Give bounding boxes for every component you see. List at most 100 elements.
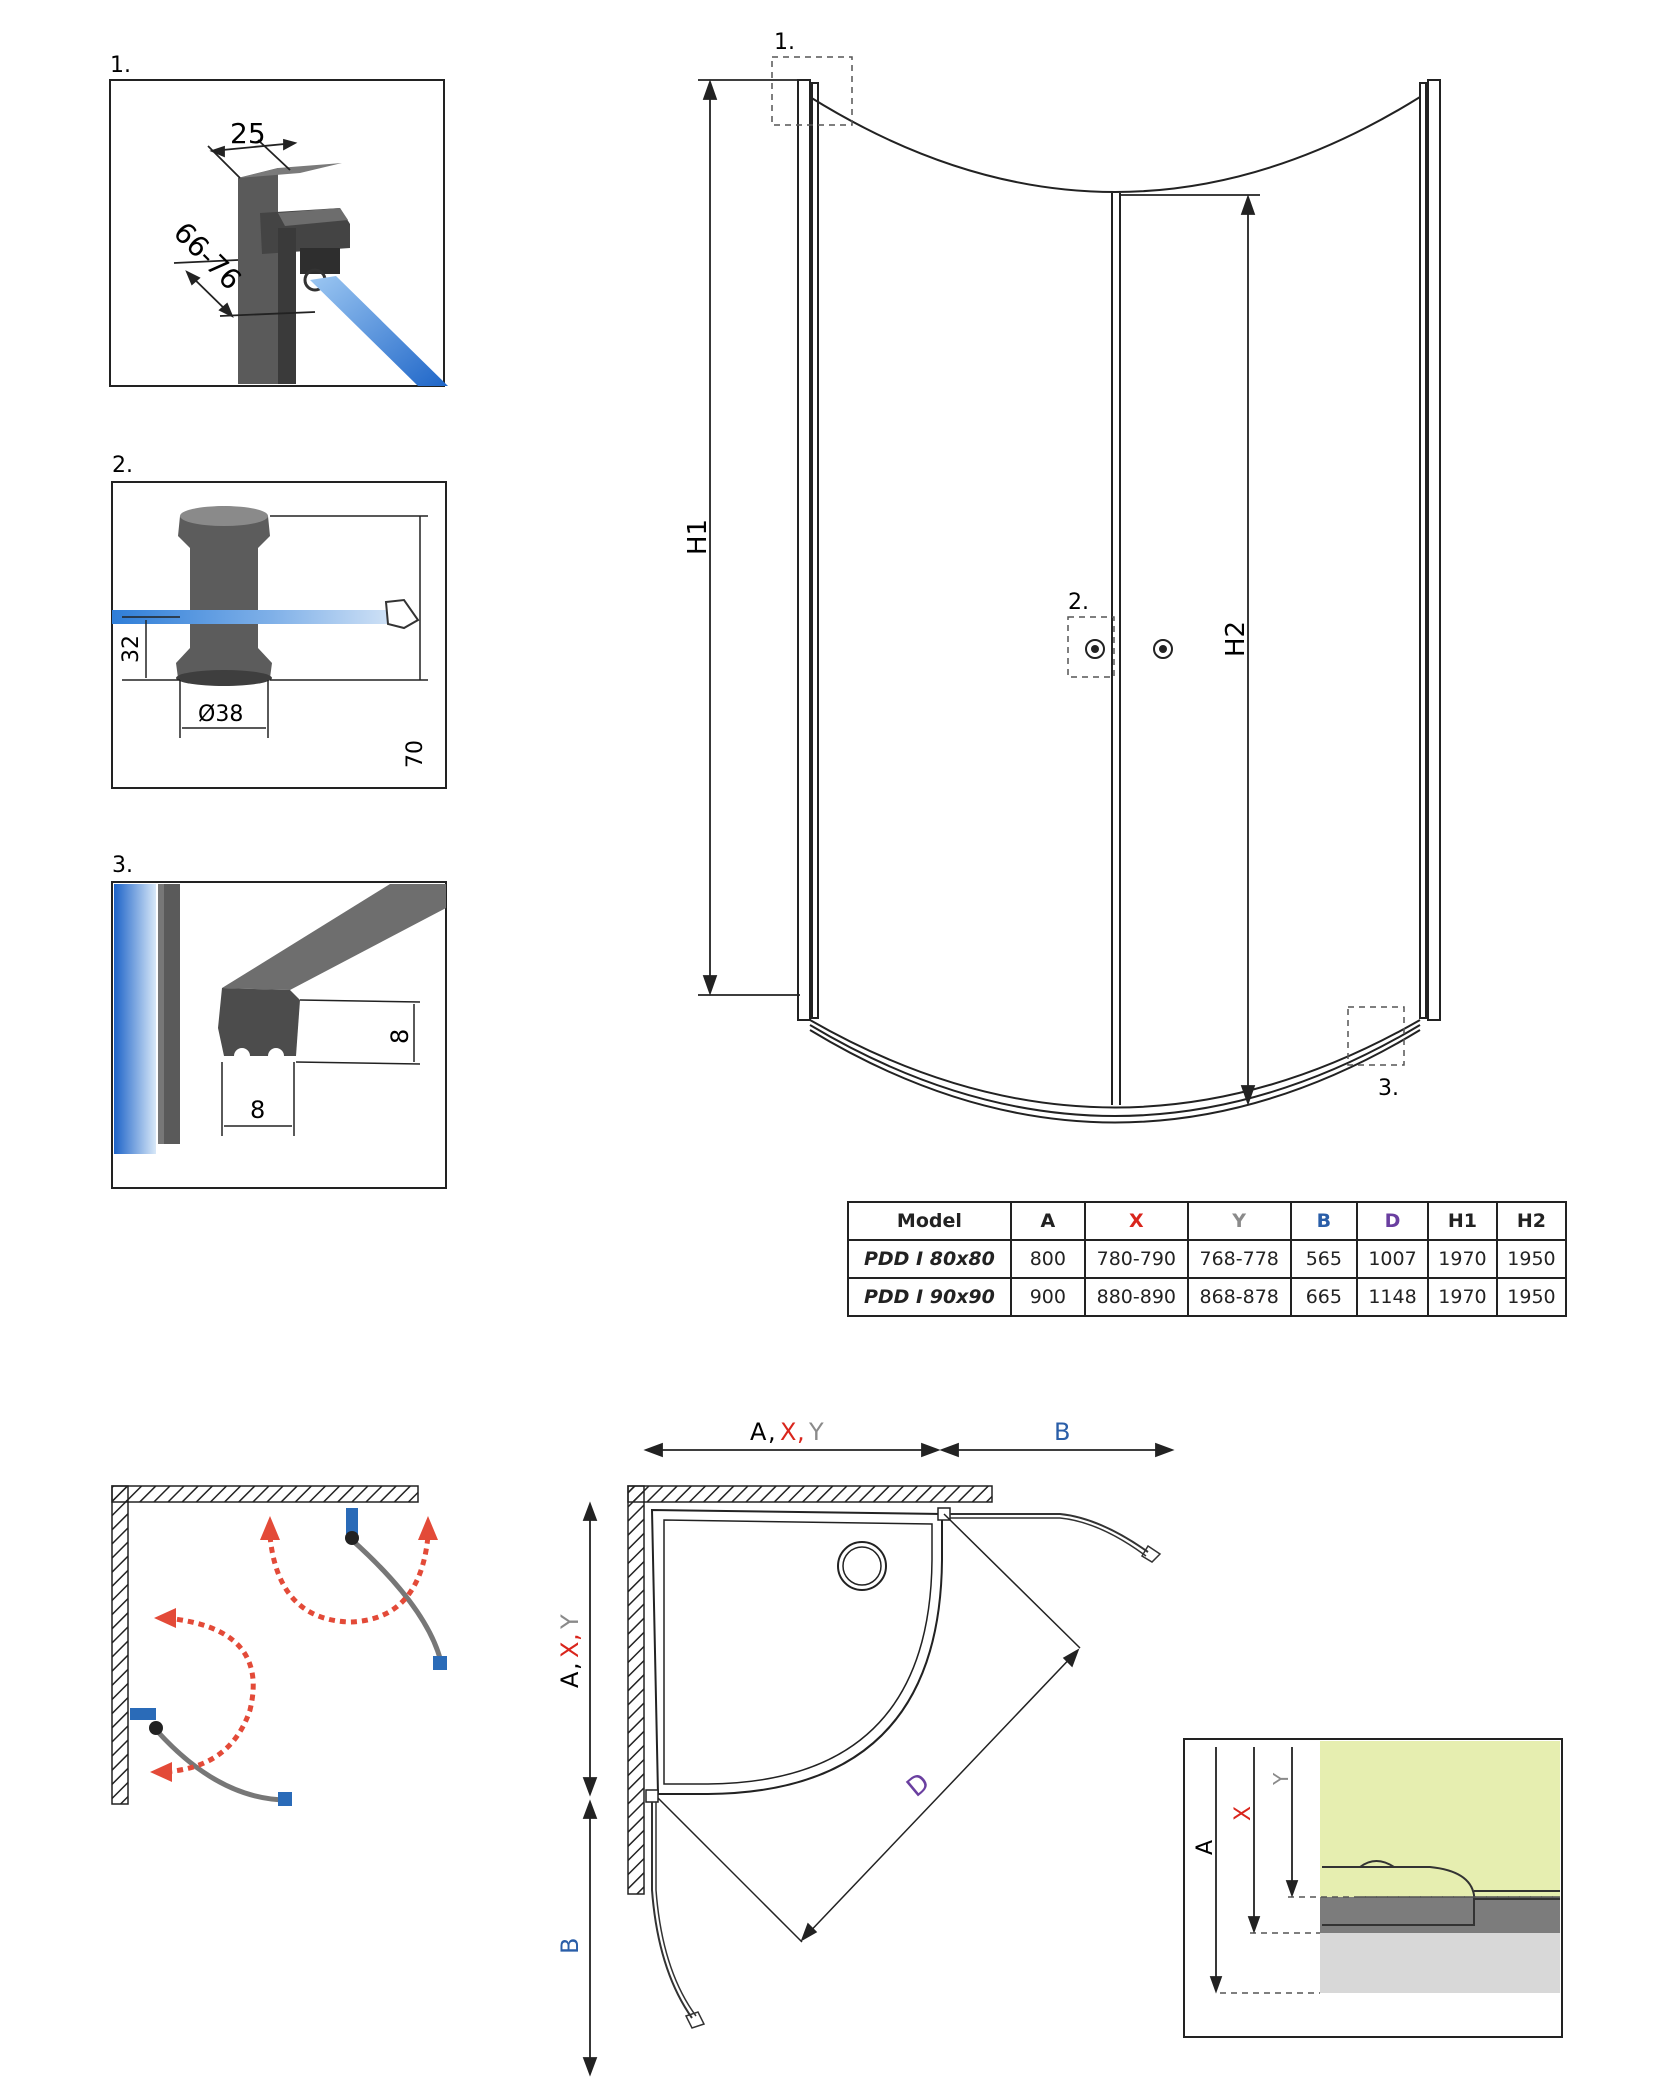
col-h2: H2 [1495, 1201, 1568, 1241]
swing-arrow-left [159, 1615, 256, 1775]
arrowhead [154, 1608, 176, 1628]
left-profile [797, 79, 811, 1021]
arrowhead [260, 1516, 280, 1540]
handle-right [433, 1656, 447, 1670]
cell-a: 900 [1009, 1277, 1086, 1317]
h1-label: H1 [683, 519, 713, 555]
knob [176, 506, 272, 686]
dim-25 [207, 138, 298, 179]
section-guides [1220, 1896, 1560, 1994]
door-handle-right [1140, 1544, 1162, 1563]
glass-pane [310, 276, 448, 386]
door-open-right-edge [950, 1517, 1147, 1557]
dim-8-height-label: 8 [386, 1029, 414, 1044]
left-a-label: A [556, 1671, 584, 1688]
detail-1: 1. 25 66-76 [109, 53, 448, 387]
door-left-swing [156, 1730, 289, 1803]
dim-38-label: Ø38 [198, 702, 243, 727]
bottom-arc-1 [809, 1019, 1421, 1109]
swing-arrow-right [267, 1535, 431, 1625]
detail-2-frame [111, 481, 447, 789]
dim-70-label: 70 [403, 740, 428, 768]
cell-x: 780-790 [1083, 1239, 1189, 1279]
cell-b: 565 [1289, 1239, 1359, 1279]
dim-lines-seal [221, 999, 421, 1136]
col-h1: H1 [1426, 1201, 1498, 1241]
right-profile [1427, 79, 1441, 1021]
cell-model: PDD I 90x90 [847, 1277, 1012, 1317]
top-comma-2: , [797, 1418, 805, 1446]
table-header-row: Model A X Y B D H1 H2 [847, 1201, 1568, 1241]
hinge-right [346, 1508, 358, 1534]
front-view: 1. 2. 3. H1 H2 [683, 30, 1441, 1124]
dim-d [657, 1513, 1081, 1943]
detail-1-label: 1. [110, 53, 131, 78]
arrowhead [150, 1762, 172, 1782]
cell-d: 1007 [1356, 1239, 1429, 1279]
wall-left [627, 1485, 645, 1895]
hinge-left [645, 1789, 659, 1803]
top-arc [809, 96, 1421, 193]
col-d: D [1356, 1201, 1429, 1241]
bottom-arc-2 [809, 1024, 1421, 1117]
cell-d: 1148 [1356, 1277, 1429, 1317]
cell-a: 800 [1009, 1239, 1086, 1279]
dim-h2 [1120, 194, 1260, 1106]
dim-h1 [698, 79, 800, 996]
right-profile-inner [1419, 82, 1427, 1019]
col-model: Model [847, 1201, 1012, 1241]
table-row: PDD I 90x90 900 880-890 868-878 665 1148… [847, 1277, 1568, 1317]
wall-top [627, 1485, 993, 1503]
cell-y: 768-778 [1186, 1239, 1292, 1279]
top-comma-1: , [768, 1418, 776, 1446]
callout-box-3 [1347, 1006, 1405, 1066]
drain [837, 1541, 887, 1591]
section-x-label: X [1231, 1806, 1256, 1821]
glass-pane [114, 884, 156, 1154]
door-open-left [651, 1802, 693, 2019]
cell-y: 868-878 [1186, 1277, 1292, 1317]
cell-b: 665 [1289, 1277, 1359, 1317]
door-open-right [950, 1513, 1149, 1553]
section-profile [1322, 1860, 1560, 1926]
handle-left [278, 1792, 292, 1806]
callout-label-3: 3. [1378, 1076, 1399, 1101]
col-b: B [1289, 1201, 1359, 1241]
d-label: D [901, 1768, 936, 1804]
cell-model: PDD I 80x80 [847, 1239, 1012, 1279]
detail-3: 3. 8 8 [111, 853, 447, 1189]
detail-2: 2. 32 Ø38 70 [111, 453, 447, 789]
shower-tray [650, 1508, 943, 1795]
top-a-label: A [750, 1418, 767, 1446]
cell-h2: 1950 [1495, 1239, 1568, 1279]
section-a-label: A [1193, 1840, 1218, 1855]
section-y-label: Y [1269, 1772, 1293, 1786]
col-y: Y [1186, 1201, 1292, 1241]
left-b-label: B [556, 1938, 584, 1954]
dim-32-label: 32 [119, 635, 144, 663]
door-right-swing [350, 1538, 445, 1667]
door-open-left-edge [655, 1802, 697, 2017]
dim-lines-knob [122, 515, 428, 738]
wall-left [111, 1485, 129, 1805]
hinge-left [130, 1708, 156, 1720]
callout-box-2 [1067, 616, 1115, 678]
callout-label-1: 1. [774, 30, 795, 55]
hinge-right-pivot [345, 1531, 359, 1545]
table-row: PDD I 80x80 800 780-790 768-778 565 1007… [847, 1239, 1568, 1279]
dim-66-76 [173, 259, 316, 318]
dim-8-width-label: 8 [250, 1096, 265, 1124]
left-y-label: Y [556, 1614, 584, 1630]
hinge-left-pivot [149, 1721, 163, 1735]
knob-right [1153, 639, 1173, 659]
cell-h2: 1950 [1495, 1277, 1568, 1317]
col-a: A [1009, 1201, 1086, 1241]
top-x-label: X [780, 1418, 796, 1446]
door-swing-diagram [111, 1485, 447, 1806]
glass-edge [112, 610, 402, 624]
h2-label: H2 [1221, 621, 1251, 657]
knob-left [1085, 639, 1105, 659]
plan-view: A , X , Y B D A , X , Y B [556, 1418, 1175, 2077]
col-x: X [1083, 1201, 1189, 1241]
cell-h1: 1970 [1426, 1277, 1498, 1317]
